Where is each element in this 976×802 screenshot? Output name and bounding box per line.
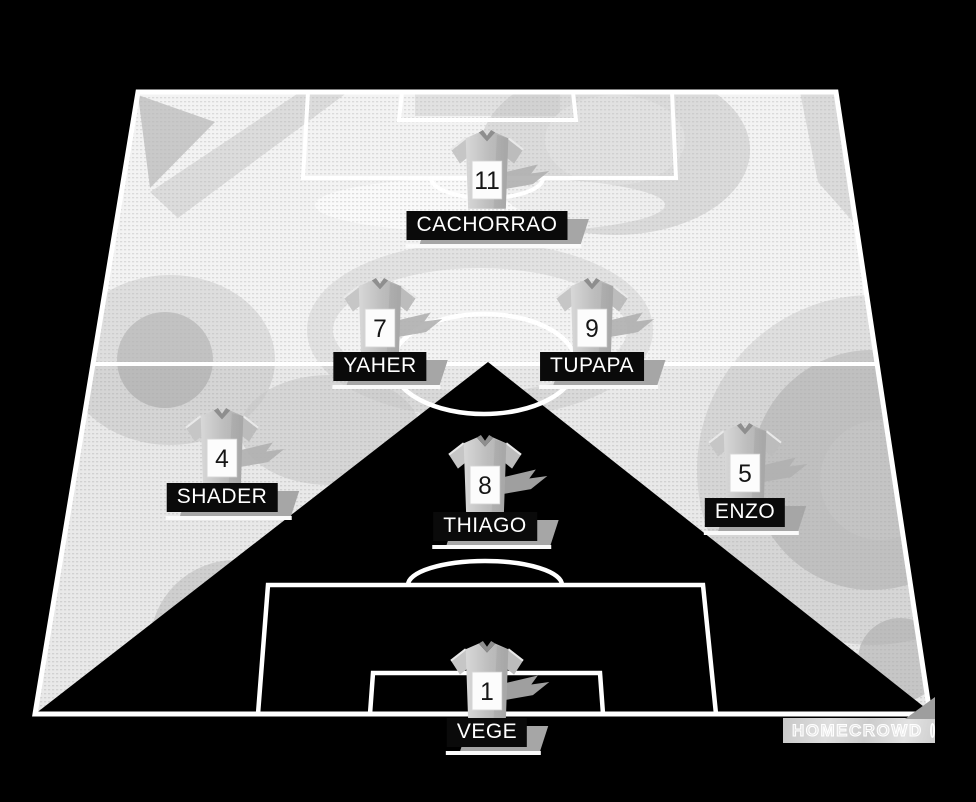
player-number: 8 (478, 473, 492, 500)
player-slot-striker[interactable]: 11 CACHORRAO (405, 128, 589, 248)
jersey-icon: 7 (342, 276, 444, 358)
player-number: 9 (585, 316, 599, 343)
player-number: 7 (373, 316, 387, 343)
player-slot-left-attacking-mid[interactable]: 7 YAHER (332, 276, 462, 389)
jersey-icon: 8 (447, 433, 549, 515)
label-underline (432, 545, 551, 549)
label-underline (165, 516, 292, 520)
jersey-icon: 4 (184, 406, 286, 488)
player-name-label: CACHORRAO (406, 211, 568, 240)
watermark-brand: HOMECROWD (792, 721, 923, 740)
watermark: HOMECROWD (783, 697, 935, 743)
player-name-label: SHADER (166, 483, 278, 512)
label-underline (445, 751, 542, 755)
player-number: 1 (480, 679, 494, 706)
jersey-icon: 5 (707, 421, 809, 503)
player-number: 5 (738, 461, 752, 488)
label-underline (703, 531, 800, 535)
label-underline (539, 385, 658, 389)
watermark-ring-icon (929, 723, 935, 738)
player-slot-center-mid[interactable]: 8 THIAGO (432, 433, 567, 549)
player-name-label: ENZO (704, 498, 786, 527)
player-number: 11 (474, 168, 500, 195)
jersey-icon: 9 (554, 276, 656, 358)
player-name-label: TUPAPA (540, 352, 644, 381)
jersey-icon: 1 (449, 639, 551, 721)
player-slot-left-mid[interactable]: 4 SHADER (165, 406, 304, 520)
label-underline (405, 244, 582, 248)
player-name-label: THIAGO (433, 512, 537, 541)
player-slot-right-attacking-mid[interactable]: 9 TUPAPA (539, 276, 674, 389)
jersey-icon: 11 (449, 128, 551, 210)
player-slot-right-mid[interactable]: 5 ENZO (703, 421, 827, 535)
player-slot-goalkeeper[interactable]: 1 VEGE (445, 639, 569, 755)
label-underline (332, 385, 441, 389)
player-name-label: VEGE (446, 718, 528, 747)
player-number: 4 (215, 446, 229, 473)
player-name-label: YAHER (333, 352, 427, 381)
